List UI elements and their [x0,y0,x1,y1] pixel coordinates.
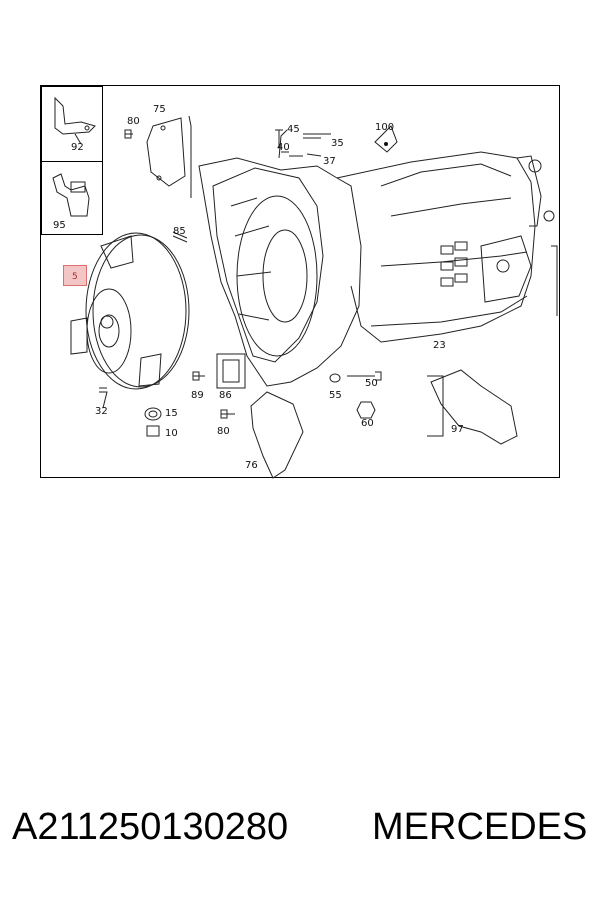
brand-name: MERCEDES [372,806,588,848]
inset-bracket-95 [41,161,103,235]
callout-35: 35 [331,138,344,149]
callout-86: 86 [219,390,232,401]
part-number: A211250130280 [12,806,289,848]
callout-55: 55 [329,390,342,401]
callout-80-bottom: 80 [217,426,230,437]
callout-85: 85 [173,226,186,237]
callout-37: 37 [323,156,336,167]
callout-92: 92 [71,142,84,153]
callout-23: 23 [433,340,446,351]
callout-80-top: 80 [127,116,140,127]
diagram-drawing: 92 95 75 80 85 45 35 40 37 100 23 50 55 … [52,96,558,479]
inset-bracket-92 [41,86,103,162]
callout-15: 15 [165,408,178,419]
callout-100: 100 [375,122,394,133]
callout-50: 50 [365,378,378,389]
callout-60: 60 [361,418,374,429]
callout-95: 95 [53,220,66,231]
highlighted-callout-5[interactable]: 5 [63,265,87,286]
callout-89: 89 [191,390,204,401]
callout-45: 45 [287,124,300,135]
callout-75: 75 [153,104,166,115]
callout-32: 32 [95,406,108,417]
exploded-parts-diagram: 92 95 75 80 85 45 35 40 37 100 23 50 55 … [40,85,560,479]
callout-97: 97 [451,424,464,435]
callout-76: 76 [245,460,258,471]
callout-40: 40 [277,142,290,153]
callout-10: 10 [165,428,178,439]
